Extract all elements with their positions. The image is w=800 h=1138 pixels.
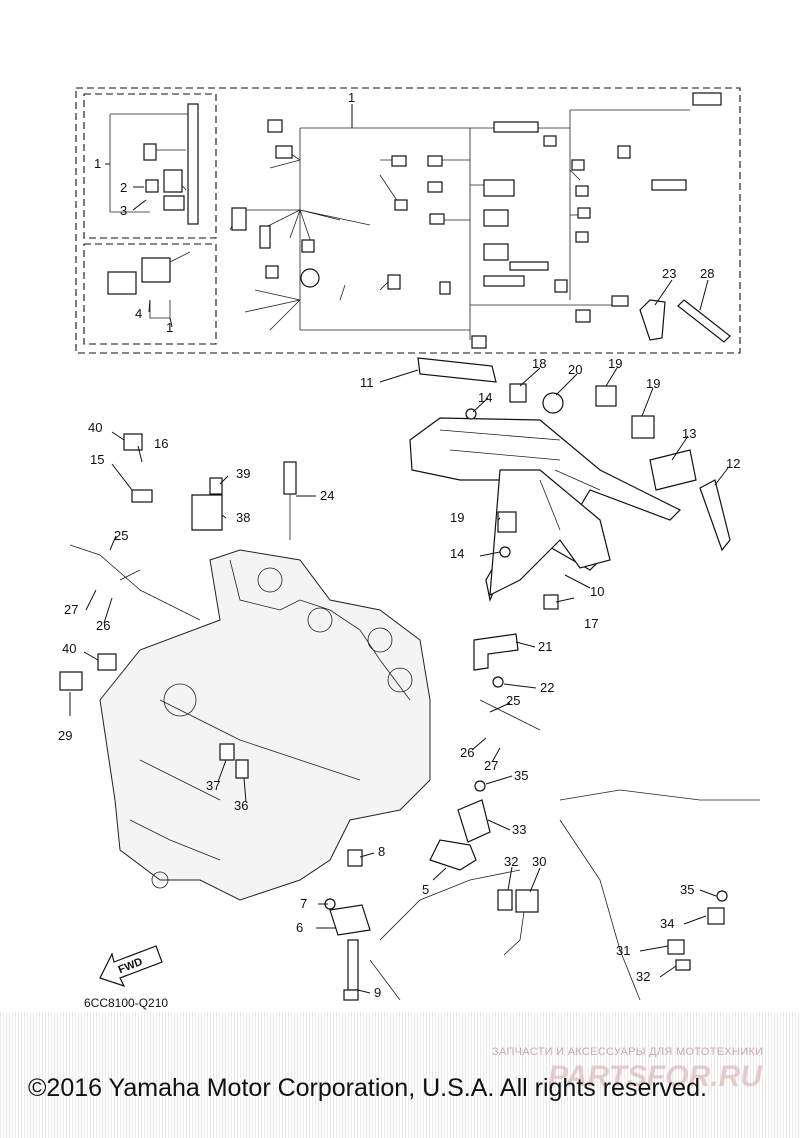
- callout-20: 20: [568, 362, 582, 377]
- callout-1: 1: [348, 90, 355, 105]
- callout-30: 30: [532, 854, 546, 869]
- callout-18: 18: [532, 356, 546, 371]
- callout-12: 12: [726, 456, 740, 471]
- callout-26: 26: [96, 618, 110, 633]
- callout-19: 19: [646, 376, 660, 391]
- callout-2: 2: [120, 180, 127, 195]
- callout-34: 34: [660, 916, 674, 931]
- callout-23: 23: [662, 266, 676, 281]
- callout-28: 28: [700, 266, 714, 281]
- callout-7: 7: [300, 896, 307, 911]
- watermark-text: ЗАПЧАСТИ И АКСЕССУАРЫ ДЛЯ МОТОТЕХНИКИ: [492, 1046, 764, 1058]
- callout-24: 24: [320, 488, 334, 503]
- scan-noise-band: [0, 1012, 800, 1138]
- callout-32: 32: [636, 969, 650, 984]
- callout-31: 31: [616, 943, 630, 958]
- drawing-code: 6CC8100-Q210: [84, 996, 169, 1010]
- engine-block: [59, 433, 541, 901]
- callout-25: 25: [114, 528, 128, 543]
- callout-1: 1: [94, 156, 101, 171]
- callout-36: 36: [234, 798, 248, 813]
- callout-16: 16: [154, 436, 168, 451]
- callout-3: 3: [120, 203, 127, 218]
- leader-lines: [69, 104, 729, 994]
- callout-27: 27: [64, 602, 78, 617]
- callout-29: 29: [58, 728, 72, 743]
- wiring-harness-panel: [75, 87, 741, 354]
- fwd-arrow-icon: [99, 945, 163, 988]
- callout-1: 1: [166, 320, 173, 335]
- callout-11: 11: [360, 375, 374, 390]
- callouts: 1 1 2 3 4 1 23 28 11 18 20 19 19 14 13 1…: [58, 90, 740, 1000]
- callout-27: 27: [484, 758, 498, 773]
- callout-6: 6: [296, 920, 303, 935]
- callout-21: 21: [538, 639, 552, 654]
- callout-13: 13: [682, 426, 696, 441]
- callout-37: 37: [206, 778, 220, 793]
- callout-19: 19: [608, 356, 622, 371]
- callout-33: 33: [512, 822, 526, 837]
- callout-14: 14: [478, 390, 492, 405]
- callout-40: 40: [62, 641, 76, 656]
- callout-19: 19: [450, 510, 464, 525]
- callout-5: 5: [422, 882, 429, 897]
- callout-4: 4: [135, 306, 142, 321]
- copyright-text: ©2016 Yamaha Motor Corporation, U.S.A. A…: [28, 1074, 707, 1102]
- callout-8: 8: [378, 844, 385, 859]
- callout-40: 40: [88, 420, 102, 435]
- callout-32: 32: [504, 854, 518, 869]
- callout-10: 10: [590, 584, 604, 599]
- callout-35: 35: [680, 882, 694, 897]
- callout-39: 39: [236, 466, 250, 481]
- watermark-logo: PARTSFOR.RU: [548, 1060, 762, 1093]
- callout-38: 38: [236, 510, 250, 525]
- bracket-assembly: [409, 357, 731, 688]
- callout-15: 15: [90, 452, 104, 467]
- callout-9: 9: [374, 985, 381, 1000]
- lower-components: [324, 780, 760, 1001]
- callout-14: 14: [450, 546, 464, 561]
- callout-17: 17: [584, 616, 598, 631]
- callout-26: 26: [460, 745, 474, 760]
- callout-25: 25: [506, 693, 520, 708]
- callout-22: 22: [540, 680, 554, 695]
- callout-35: 35: [514, 768, 528, 783]
